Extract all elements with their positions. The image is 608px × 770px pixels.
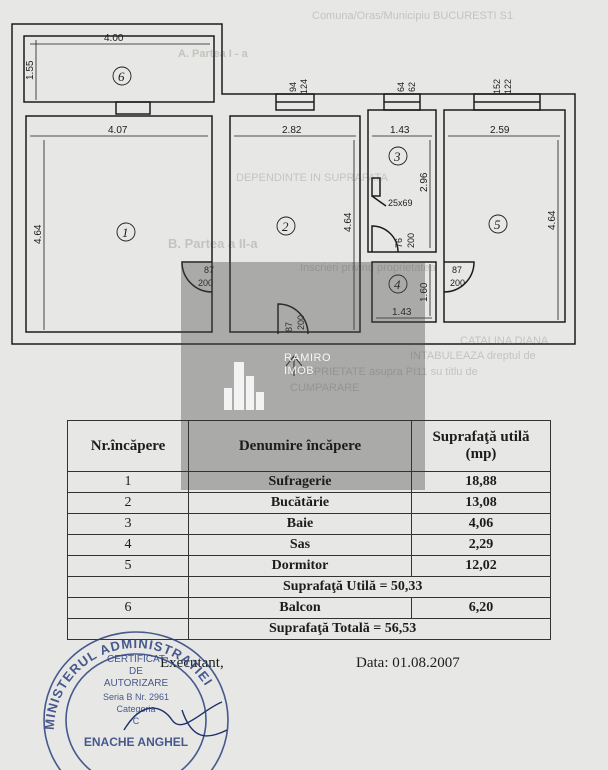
room-number-4: 4 (394, 277, 401, 292)
table-row: 6 Balcon 6,20 (67, 597, 551, 619)
grand-total-row: Suprafaţă Totală = 56,53 (67, 618, 551, 640)
row-name: Sas (188, 534, 412, 556)
faded-intabuleaza: INTABULEAZA dreptul de (410, 350, 536, 362)
faded-header: Comuna/Oras/Municipiu BUCURESTI S1 (312, 10, 514, 22)
watermark-line2: IMOB (284, 365, 315, 377)
stamp-line1: CERTIFICAT (107, 654, 165, 665)
room-number-3: 3 (393, 149, 401, 164)
signature (123, 701, 228, 737)
dim-balcony-width: 4.00 (104, 33, 124, 44)
door-dim-a: 87 (452, 265, 462, 275)
grand-total: Suprafaţă Totală = 56,53 (188, 618, 551, 640)
row-name: Bucătărie (188, 492, 412, 514)
room-number-6: 6 (118, 69, 125, 84)
table-row: 3 Baie 4,06 (67, 513, 551, 535)
row-nr: 1 (67, 471, 189, 493)
faded-part2: B. Partea a II-a (168, 236, 258, 251)
dim-balcony-depth: 1.55 (25, 60, 36, 80)
faded-part1: A. Partea I - a (178, 48, 248, 60)
table-row: 5 Dormitor 12,02 (67, 555, 551, 577)
dim-room1-depth: 4.64 (33, 224, 44, 244)
dim-room5-width: 2.59 (490, 125, 510, 136)
door-dim-b: 200 (198, 278, 213, 288)
dim-room5-depth: 4.64 (547, 210, 558, 230)
room-number-5: 5 (494, 217, 501, 232)
door-dim-b: 200 (450, 278, 465, 288)
row-area: 13,08 (411, 492, 551, 514)
window-dim-a: 152 (492, 79, 502, 94)
header-area: Suprafaţă utilă (mp) (411, 420, 551, 472)
row-area: 4,06 (411, 513, 551, 535)
stamp-name: ENACHE ANGHEL (84, 735, 188, 749)
pipe-label: 25x69 (388, 198, 413, 208)
row-name: Baie (188, 513, 412, 535)
table-row: 1 Sufragerie 18,88 (67, 471, 551, 493)
watermark-line1: RAMIRO (284, 352, 331, 364)
row-nr: 2 (67, 492, 189, 514)
stamp-line4: Seria B Nr. 2961 (103, 692, 169, 702)
stamp-line3: AUTORIZARE (104, 678, 169, 689)
window-dim-b: 122 (503, 79, 513, 94)
row-nr: 3 (67, 513, 189, 535)
document-date: Data: 01.08.2007 (356, 655, 460, 671)
row-area: 12,02 (411, 555, 551, 577)
useful-total-row: Suprafaţă Utilă = 50,33 (67, 576, 551, 598)
dim-room2-width: 2.82 (282, 125, 302, 136)
header-name: Denumire încăpere (188, 420, 412, 472)
watermark-building-icon (224, 362, 264, 410)
dim-room3-depth: 2.96 (419, 172, 430, 192)
row-nr: 5 (67, 555, 189, 577)
room-number-1: 1 (122, 225, 129, 240)
stamp-line2: DE (129, 666, 143, 677)
door-dim-b: 200 (406, 233, 416, 248)
dim-room3-width: 1.43 (390, 125, 410, 136)
useful-total: Suprafaţă Utilă = 50,33 (188, 576, 551, 598)
executant-label: Executant, (160, 655, 224, 671)
room-number-2: 2 (282, 219, 289, 234)
door-dim-a: 87 (284, 322, 294, 332)
row-nr: 4 (67, 534, 189, 556)
row-name: Dormitor (188, 555, 412, 577)
faded-inscrieri: Inscrieri privind proprietatea (300, 262, 436, 274)
window-dim-b: 62 (407, 82, 417, 92)
row-area: 2,29 (411, 534, 551, 556)
watermark-text: RAMIRO IMOB (284, 352, 331, 378)
dim-room1-width: 4.07 (108, 125, 128, 136)
faded-proprietate: PROPRIETATE asupra PI11 su titlu de (290, 366, 478, 378)
dim-room2-depth: 4.64 (343, 212, 354, 232)
door-dim-b: 200 (296, 315, 306, 330)
stamp-line6: C (133, 716, 140, 726)
door-dim-a: 76 (394, 238, 404, 248)
door-dim-a: 87 (204, 265, 214, 275)
table-header-row: Nr.încăpere Denumire încăpere Suprafaţă … (67, 420, 551, 472)
window-dim-a: 64 (396, 82, 406, 92)
table-row: 2 Bucătărie 13,08 (67, 492, 551, 514)
rooms-table: Nr.încăpere Denumire încăpere Suprafaţă … (67, 420, 551, 640)
faded-cumparare: CUMPARARE (290, 382, 360, 394)
empty-cell (67, 576, 189, 598)
window-dim-a: 94 (288, 82, 298, 92)
faded-dependinte: DEPENDINTE IN SUPRAFATA (236, 172, 388, 184)
row-area: 6,20 (411, 597, 551, 619)
row-area: 18,88 (411, 471, 551, 493)
window-dim-b: 124 (299, 79, 309, 94)
dim-room4-width: 1.43 (392, 307, 412, 318)
row-name: Sufragerie (188, 471, 412, 493)
header-nr: Nr.încăpere (67, 420, 189, 472)
stamp-line5: Categoria (116, 704, 155, 714)
official-stamp: MINISTERUL ADMINISTRATIEI CERTIFICAT DE … (42, 631, 229, 770)
floor-plan: 4.00 1.55 4.07 4.64 2.82 4.64 1.43 2.96 … (11, 23, 576, 376)
dim-room4-depth: 1.60 (419, 282, 430, 302)
table-row: 4 Sas 2,29 (67, 534, 551, 556)
